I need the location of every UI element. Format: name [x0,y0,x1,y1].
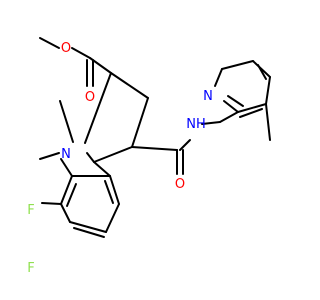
bond [221,60,254,70]
bond [69,221,107,233]
bond [110,72,149,99]
bond [60,158,73,177]
molecule-diagram: O O N NH O N F F [27,37,271,276]
bond [237,103,267,113]
bond [179,139,191,151]
amide-nh-label: NH [186,117,206,132]
bond [257,64,267,80]
bond [89,57,112,74]
pyridine-nitrogen-label: N [203,89,213,104]
bond-lines [39,37,271,238]
bond [265,76,271,105]
amide-oxygen-label: O [175,177,185,192]
bond [201,121,221,125]
bond [41,202,62,205]
bond [223,100,239,113]
ester-carbonyl-oxygen-label: O [85,90,95,105]
bond [105,203,120,233]
bond [252,60,271,78]
bond [214,68,223,87]
bond [39,152,60,160]
bond [109,175,120,205]
bond [59,100,74,143]
bond [60,175,73,205]
bond [219,111,239,123]
bond [239,108,263,118]
bond [73,227,105,238]
bond [84,72,112,144]
bond [227,95,244,107]
ring-nitrogen-label: N [61,147,71,162]
bond [131,97,149,148]
fluorine-label: F [27,261,34,276]
bond [60,203,71,223]
bond [104,180,114,204]
bond [93,146,133,163]
bond [86,152,95,163]
fluorine-label: F [27,203,34,218]
bond [39,37,60,49]
bond [66,183,77,207]
bond [131,146,178,151]
bond [93,161,111,177]
bond [265,103,271,141]
ester-oxygen-label: O [61,41,71,56]
atom-labels: O O N NH O N F F [27,41,213,276]
bond [71,47,91,59]
